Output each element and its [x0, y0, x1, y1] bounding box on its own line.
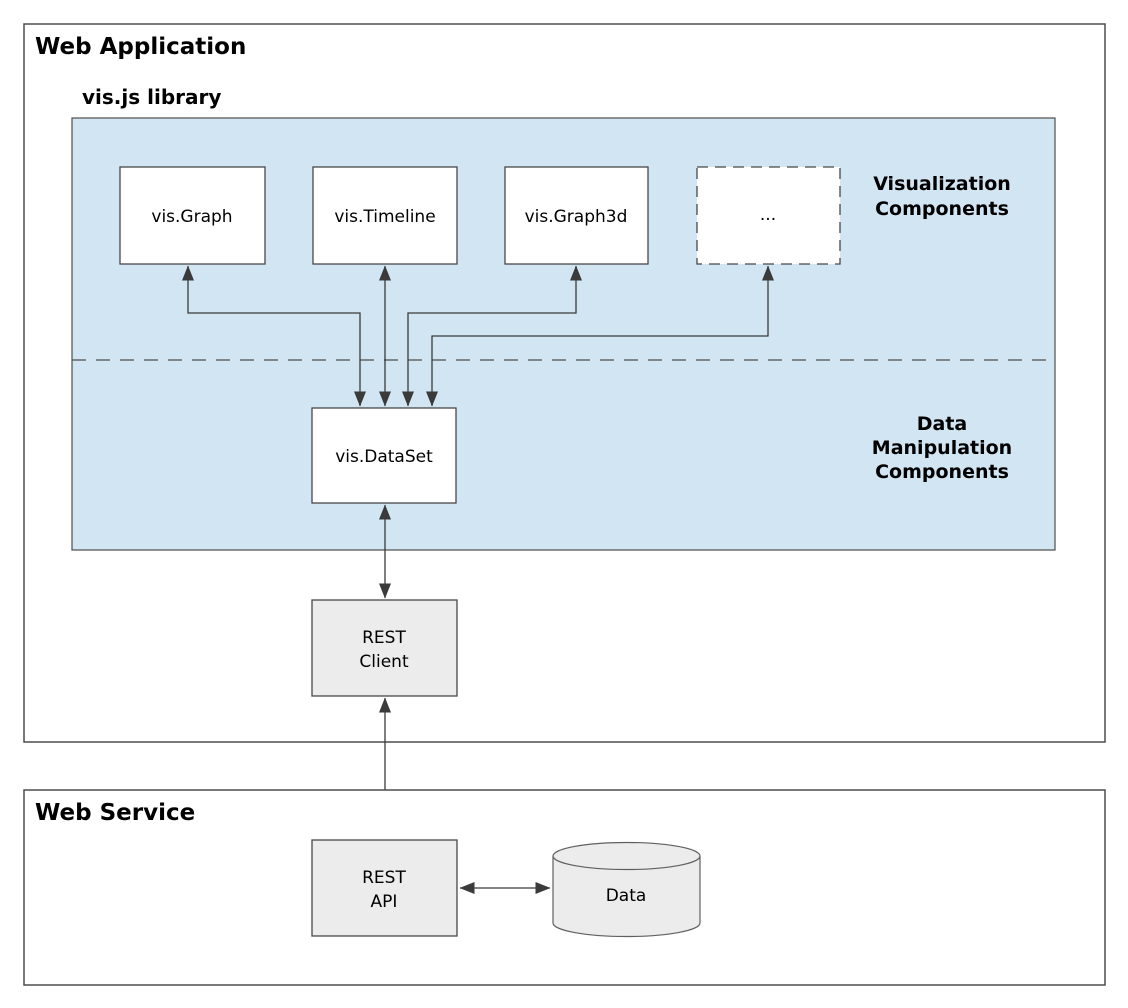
node-vis-dataset: vis.DataSet	[311, 407, 457, 504]
vis-graph3d-label: vis.Graph3d	[525, 207, 628, 227]
data-manipulation-label-line3: Components	[875, 461, 1009, 483]
node-rest-api: REST API	[311, 839, 458, 937]
rest-api-box	[311, 839, 458, 937]
vis-timeline-box	[312, 166, 458, 265]
node-vis-graph3d: vis.Graph3d	[504, 166, 649, 265]
visjs-library-title: vis.js library	[82, 85, 221, 109]
rest-api-label-line2: API	[371, 892, 398, 912]
database-cylinder-body	[552, 856, 701, 938]
node-rest-client: REST Client	[311, 599, 458, 697]
node-vis-timeline: vis.Timeline	[312, 166, 458, 265]
node-more-components: ...	[696, 166, 841, 265]
database-cylinder: Data	[552, 841, 701, 938]
rest-client-box	[311, 599, 458, 697]
web-application-title: Web Application	[35, 34, 246, 60]
data-store-label: Data	[606, 886, 647, 906]
database-cylinder-top	[552, 841, 701, 871]
data-manipulation-label-line2: Manipulation	[872, 437, 1012, 459]
vis-dataset-label: vis.DataSet	[335, 447, 433, 467]
vis-graph3d-box	[504, 166, 649, 265]
section-label-data-manipulation: Data Manipulation Components	[872, 413, 1012, 483]
visualization-label-line2: Components	[875, 198, 1009, 220]
web-service-title: Web Service	[35, 800, 195, 826]
rest-client-label-line1: REST	[362, 628, 406, 648]
vis-graph-label: vis.Graph	[151, 207, 232, 227]
connector-graph-dataset	[182, 265, 366, 407]
more-components-label: ...	[760, 205, 776, 225]
rest-api-label-line1: REST	[362, 868, 406, 888]
connector-more-dataset	[426, 265, 774, 407]
more-components-box	[696, 166, 841, 265]
visualization-label-line1: Visualization	[873, 173, 1011, 195]
rest-client-label-line2: Client	[359, 652, 409, 672]
vis-graph-box	[119, 166, 266, 265]
node-vis-graph: vis.Graph	[119, 166, 266, 265]
section-label-visualization: Visualization Components	[873, 173, 1011, 220]
vis-timeline-label: vis.Timeline	[334, 207, 435, 227]
data-manipulation-label-line1: Data	[917, 413, 968, 435]
vis-dataset-box	[311, 407, 457, 504]
